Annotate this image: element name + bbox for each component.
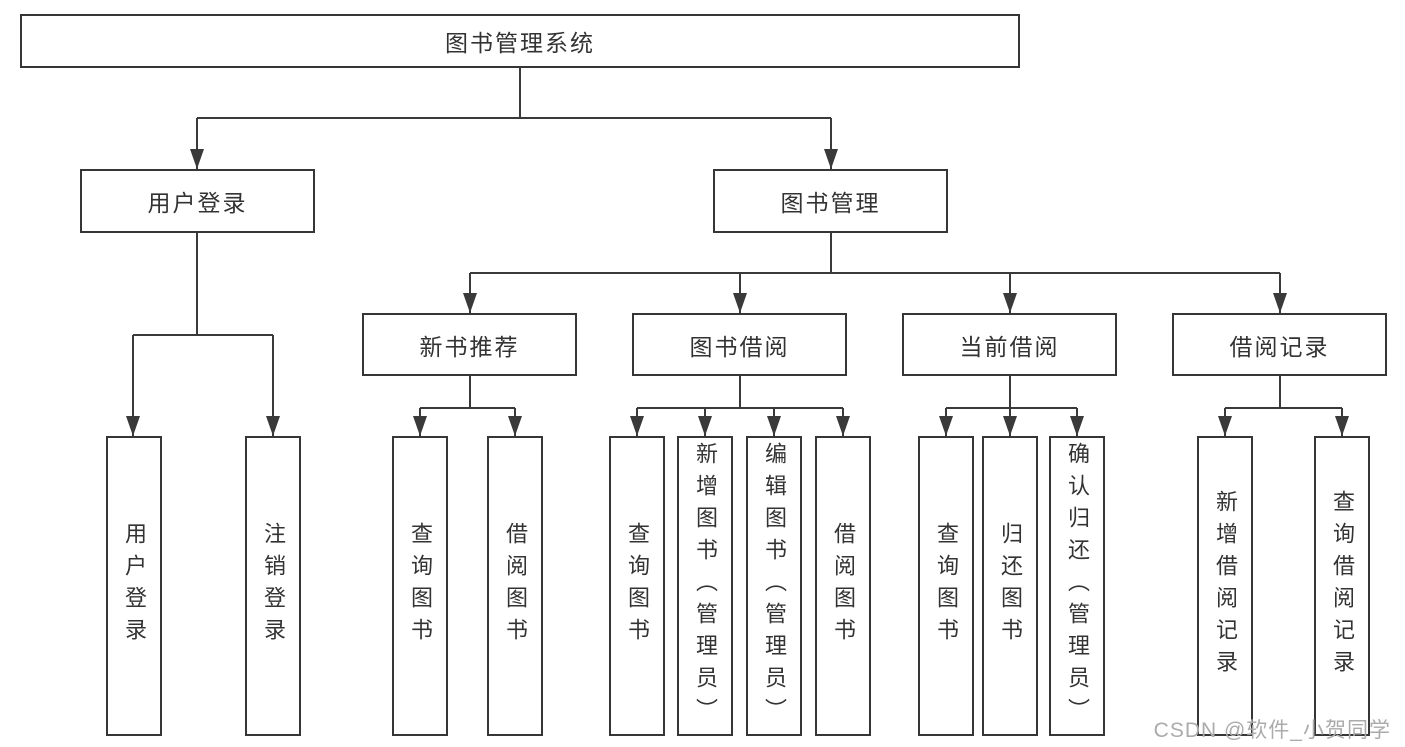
leaf-query-borrow-record-label: 查询借阅记录 [1330,490,1355,682]
node-current-borrow: 当前借阅 [902,313,1117,376]
node-root-system: 图书管理系统 [20,14,1020,68]
node-new-book-recommend: 新书推荐 [362,313,577,376]
leaf-edit-book-admin-label: 编辑图书（管理员） [762,442,787,730]
leaf-add-borrow-record-label: 新增借阅记录 [1213,490,1238,682]
connector-trunks [133,68,1342,409]
leaf-query-book-2-label: 查询图书 [625,522,650,650]
node-book-management: 图书管理 [713,169,948,233]
leaf-query-book-1: 查询图书 [392,436,448,736]
leaf-borrow-book-1-label: 借阅图书 [503,522,528,650]
csdn-watermark: CSDN @软件_小贺同学 [1153,719,1391,742]
leaf-query-borrow-record: 查询借阅记录 [1314,436,1370,736]
leaf-return-book: 归还图书 [982,436,1038,736]
leaf-user-login-label: 用户登录 [122,522,147,650]
leaf-borrow-book-2-label: 借阅图书 [831,522,856,650]
leaf-return-book-label: 归还图书 [998,522,1023,650]
node-current-borrow-label: 当前借阅 [959,333,1060,360]
leaf-logout-label: 注销登录 [261,522,286,650]
leaf-query-book-2: 查询图书 [609,436,665,736]
leaf-borrow-book-1: 借阅图书 [487,436,543,736]
node-book-borrow-label: 图书借阅 [689,333,790,360]
node-book-management-label: 图书管理 [780,190,881,216]
node-book-borrow: 图书借阅 [632,313,847,376]
node-root-label: 图书管理系统 [445,30,595,56]
leaf-add-book-admin-label: 新增图书（管理员） [693,442,718,730]
leaf-confirm-return-admin-label: 确认归还（管理员） [1065,442,1090,730]
node-user-login-label: 用户登录 [147,190,248,216]
leaf-edit-book-admin: 编辑图书（管理员） [746,436,802,736]
leaf-add-borrow-record: 新增借阅记录 [1197,436,1253,736]
leaf-borrow-book-2: 借阅图书 [815,436,871,736]
leaf-add-book-admin: 新增图书（管理员） [677,436,733,736]
leaf-query-book-1-label: 查询图书 [408,522,433,650]
leaf-logout: 注销登录 [245,436,301,736]
leaf-query-book-3-label: 查询图书 [934,522,959,650]
leaf-confirm-return-admin: 确认归还（管理员） [1049,436,1105,736]
node-borrow-record: 借阅记录 [1172,313,1387,376]
node-borrow-record-label: 借阅记录 [1229,333,1330,360]
node-new-book-recommend-label: 新书推荐 [419,333,520,360]
leaf-query-book-3: 查询图书 [918,436,974,736]
leaf-user-login: 用户登录 [106,436,162,736]
node-user-login: 用户登录 [80,169,315,233]
